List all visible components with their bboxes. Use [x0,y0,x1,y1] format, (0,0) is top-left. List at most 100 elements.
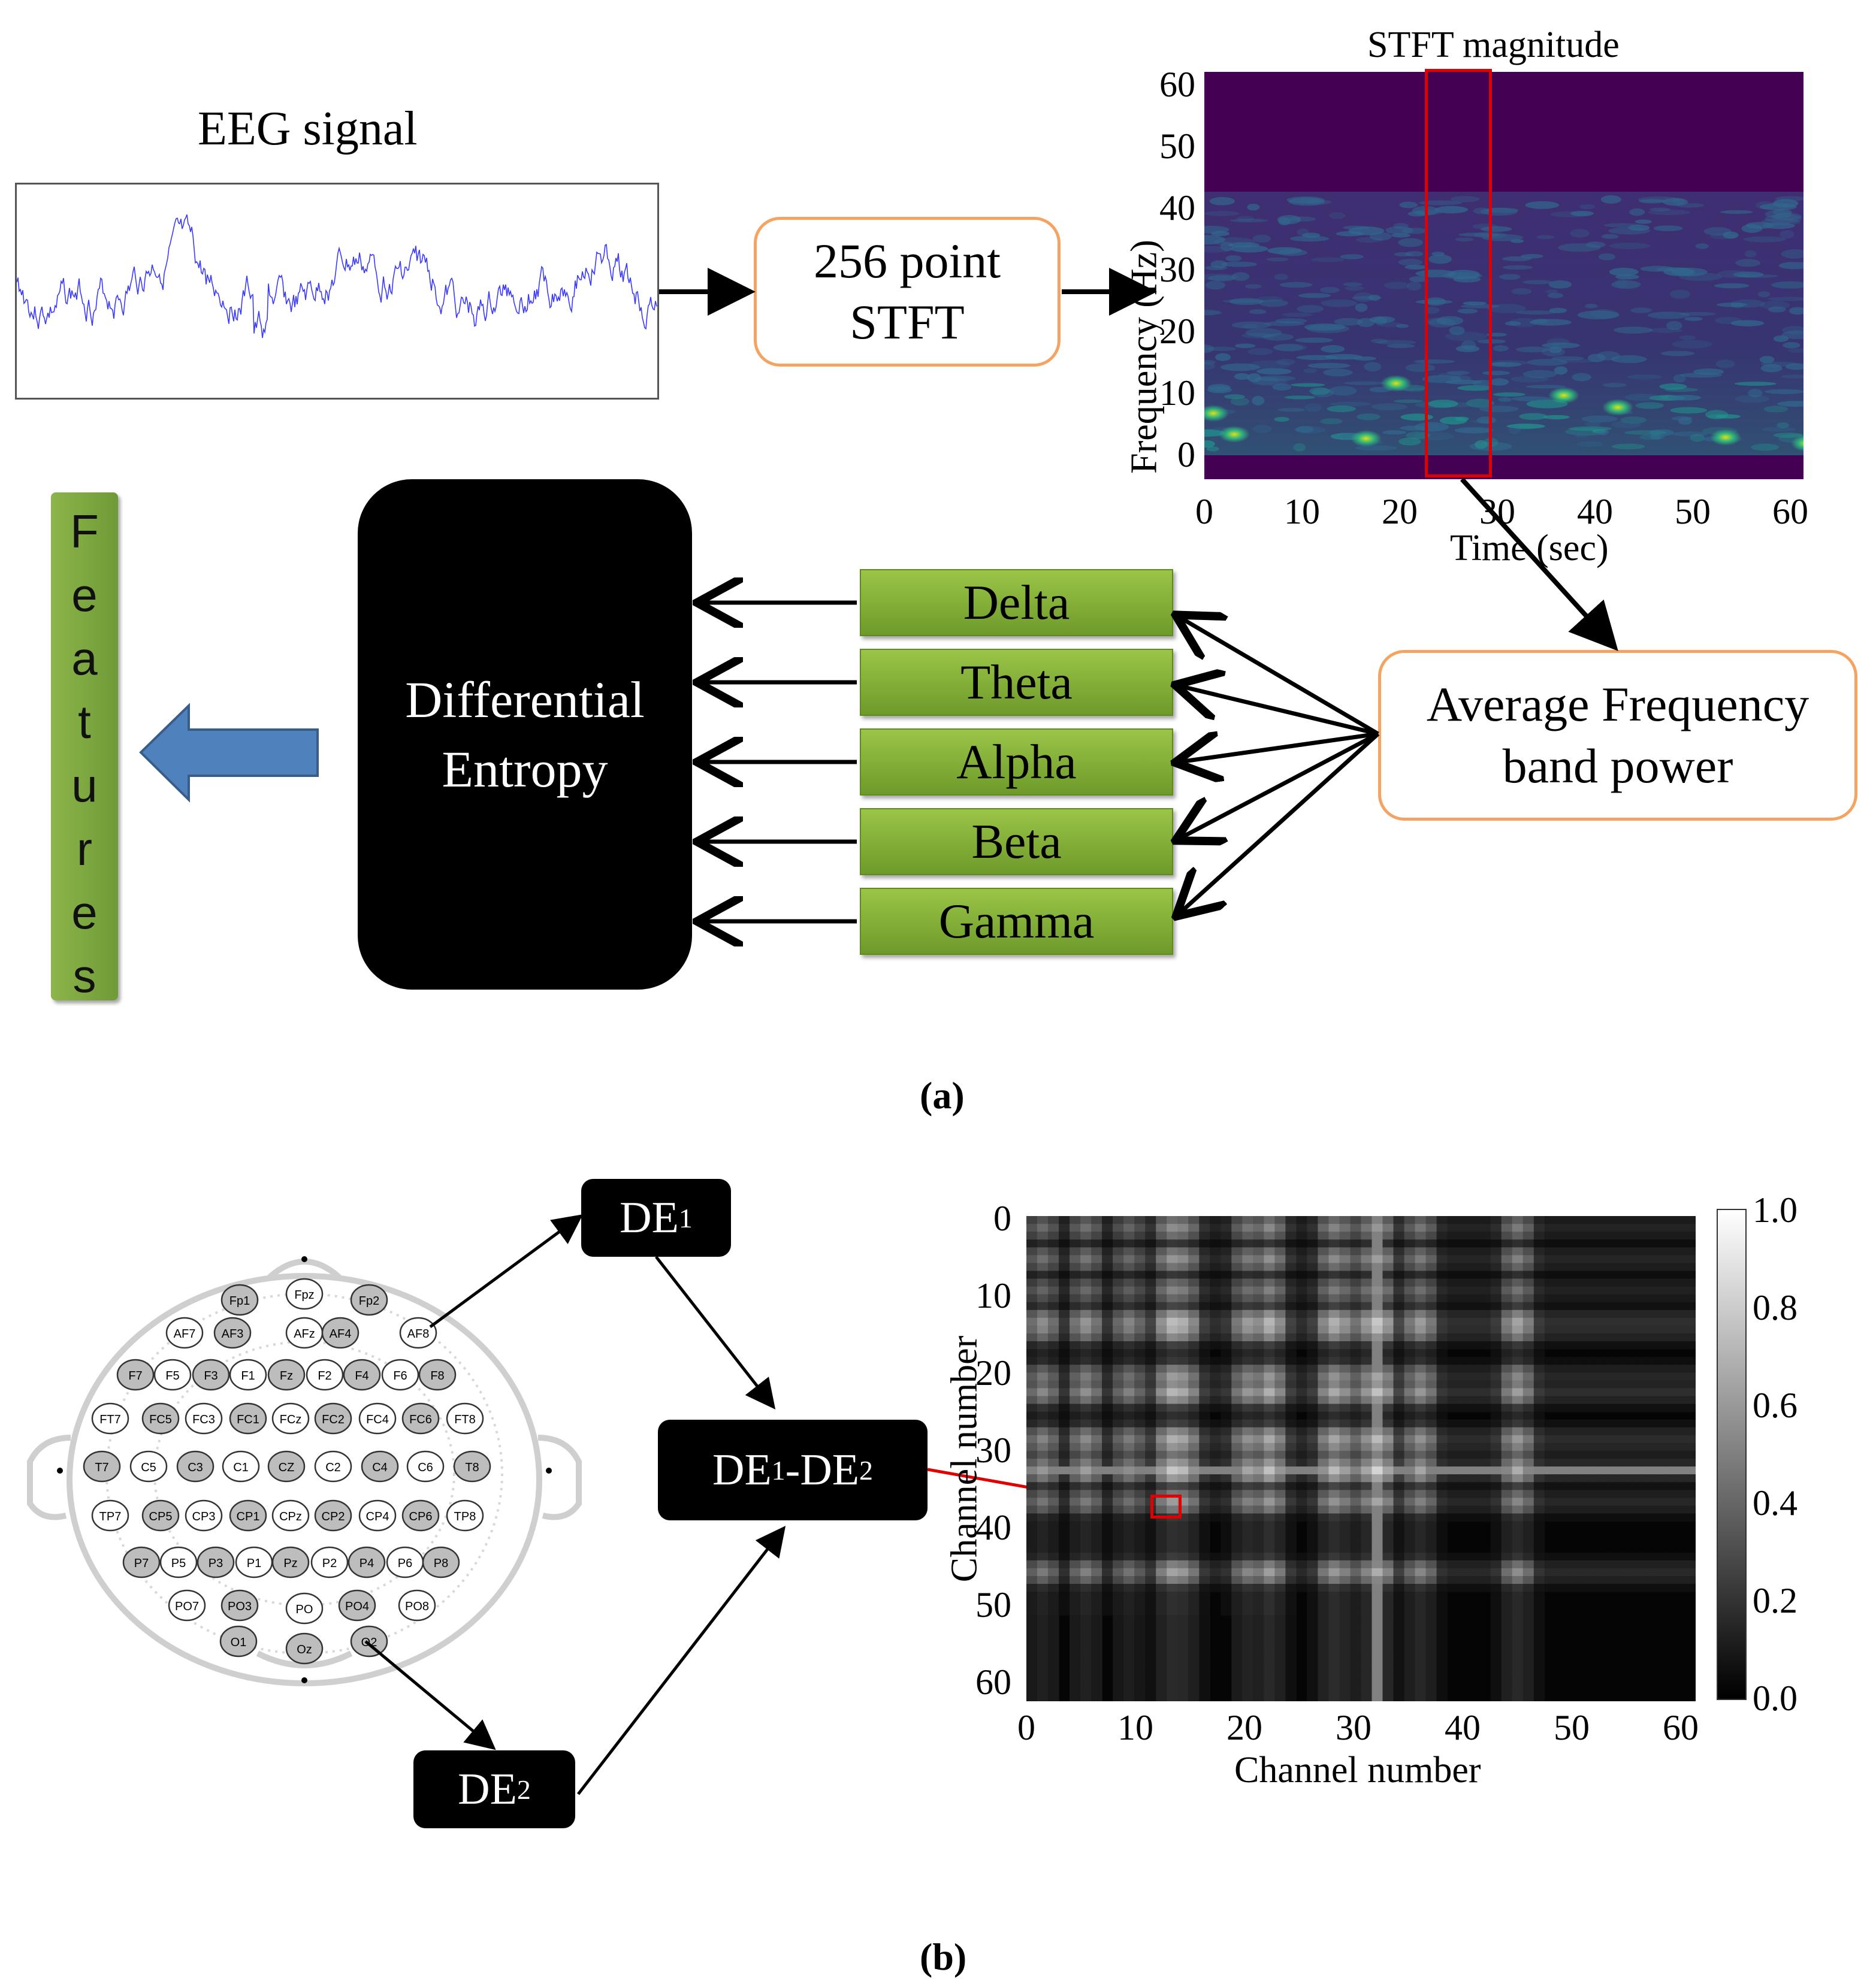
spectrogram-ytick: 0 [1177,435,1195,474]
electrode-cp1: CP1 [229,1499,267,1532]
electrode-p5: P5 [159,1546,198,1578]
svg-text:C3: C3 [188,1461,203,1474]
electrode-t8: T8 [453,1450,491,1483]
svg-text:CP2: CP2 [322,1510,345,1523]
svg-text:C6: C6 [418,1461,433,1474]
svg-text:FC1: FC1 [237,1413,259,1426]
spectrogram-title: STFT magnitude [1367,25,1620,65]
electrode-pz: Pz [271,1546,310,1578]
caption-b: (b) [920,1935,967,1978]
features-letter: e [71,886,98,939]
electrode-af4: AF4 [321,1317,360,1349]
electrode-cp6: CP6 [401,1499,440,1532]
heatmap-xtick: 60 [1663,1708,1699,1747]
electrode-fc2: FC2 [314,1402,352,1435]
arrow-avg-to-theta [1179,686,1379,736]
heatmap-xtick: 50 [1554,1708,1590,1747]
svg-text:FC6: FC6 [409,1413,432,1426]
svg-text:FC5: FC5 [149,1413,172,1426]
spectrogram-xtick: 40 [1577,492,1613,531]
spectrogram [1204,72,1804,479]
svg-text:FCz: FCz [280,1413,302,1426]
electrode-af8: AF8 [399,1317,437,1349]
electrode-po: PO [285,1592,324,1625]
svg-text:CPz: CPz [279,1510,302,1523]
eeg-trace [17,214,657,338]
svg-text:P7: P7 [134,1557,149,1570]
spectrogram-ytick: 30 [1159,250,1195,289]
spectrogram-xtick: 10 [1284,492,1320,531]
electrode-cpz: CPz [271,1499,310,1532]
spectrogram-xlabel: Time (sec) [1450,528,1609,568]
electrode-p2: P2 [310,1546,349,1578]
spectrogram-xtick: 30 [1479,492,1515,531]
electrode-afz: AFz [285,1317,324,1349]
spectrogram-ytick: 50 [1159,126,1195,166]
svg-text:C2: C2 [325,1461,341,1474]
svg-text:T7: T7 [95,1461,108,1474]
svg-text:F4: F4 [355,1369,368,1383]
heatmap-xtick: 40 [1445,1708,1481,1747]
svg-text:AF8: AF8 [407,1327,430,1341]
svg-text:C1: C1 [233,1461,249,1474]
de-box-line1: Differential [405,670,645,728]
avg-box-line1: Average Frequency [1426,677,1809,731]
svg-text:P4: P4 [360,1557,374,1570]
spectrogram-highlight [1425,69,1492,477]
electrode-c2: C2 [314,1450,352,1483]
heatmap-xtick: 0 [1017,1708,1035,1747]
colorbar-tick: 0.4 [1753,1483,1798,1523]
heatmap-ytick: 60 [975,1662,1011,1702]
electrode-fpz: Fpz [285,1278,324,1310]
svg-text:AF7: AF7 [174,1327,196,1341]
eeg-title: EEG signal [198,102,418,155]
electrode-cp2: CP2 [314,1499,352,1532]
svg-text:TP8: TP8 [454,1510,476,1523]
electrode-cp5: CP5 [141,1499,180,1532]
heatmap-ytick: 50 [975,1585,1011,1625]
average-band-power-box: Average Frequency band power [1378,650,1857,821]
heatmap-ytick: 30 [975,1430,1011,1470]
electrode-f8: F8 [418,1359,457,1391]
electrode-oz: Oz [285,1632,324,1665]
svg-text:T8: T8 [465,1461,479,1474]
band-delta: Delta [860,569,1173,636]
svg-text:F2: F2 [318,1369,331,1383]
svg-text:FC2: FC2 [322,1413,345,1426]
electrode-cp4: CP4 [358,1499,397,1532]
arrow-de1-to-diff [655,1256,776,1410]
de-box-line2: Entropy [442,740,608,798]
electrode-ft8: FT8 [446,1402,484,1435]
electrode-c5: C5 [129,1450,168,1483]
svg-text:CP5: CP5 [149,1510,173,1523]
band-beta: Beta [860,808,1173,875]
electrode-c1: C1 [222,1450,260,1483]
svg-text:Fp1: Fp1 [229,1295,250,1308]
svg-text:TP7: TP7 [99,1510,122,1523]
channel-heatmap [1026,1216,1696,1701]
svg-text:C5: C5 [141,1461,156,1474]
heatmap-ytick: 0 [993,1199,1011,1238]
electrode-po7: PO7 [168,1589,206,1622]
svg-text:F3: F3 [204,1369,217,1383]
features-letter: F [70,505,99,558]
spectrogram-xtick: 60 [1772,492,1808,531]
svg-text:P2: P2 [322,1557,337,1570]
electrode-f2: F2 [306,1359,344,1391]
caption-a: (a) [920,1074,965,1117]
heatmap-ytick: 20 [975,1353,1011,1393]
svg-text:P6: P6 [398,1557,412,1570]
features-letter: t [78,695,91,748]
electrode-po3: PO3 [220,1589,259,1622]
svg-text:FT7: FT7 [99,1413,121,1426]
heatmap-colorbar [1717,1209,1747,1700]
electrode-f5: F5 [153,1359,192,1391]
heatmap-xtick: 20 [1227,1708,1262,1747]
svg-text:PO8: PO8 [405,1600,429,1613]
spectrogram-ytick: 20 [1159,311,1195,351]
electrode-c4: C4 [361,1450,399,1483]
